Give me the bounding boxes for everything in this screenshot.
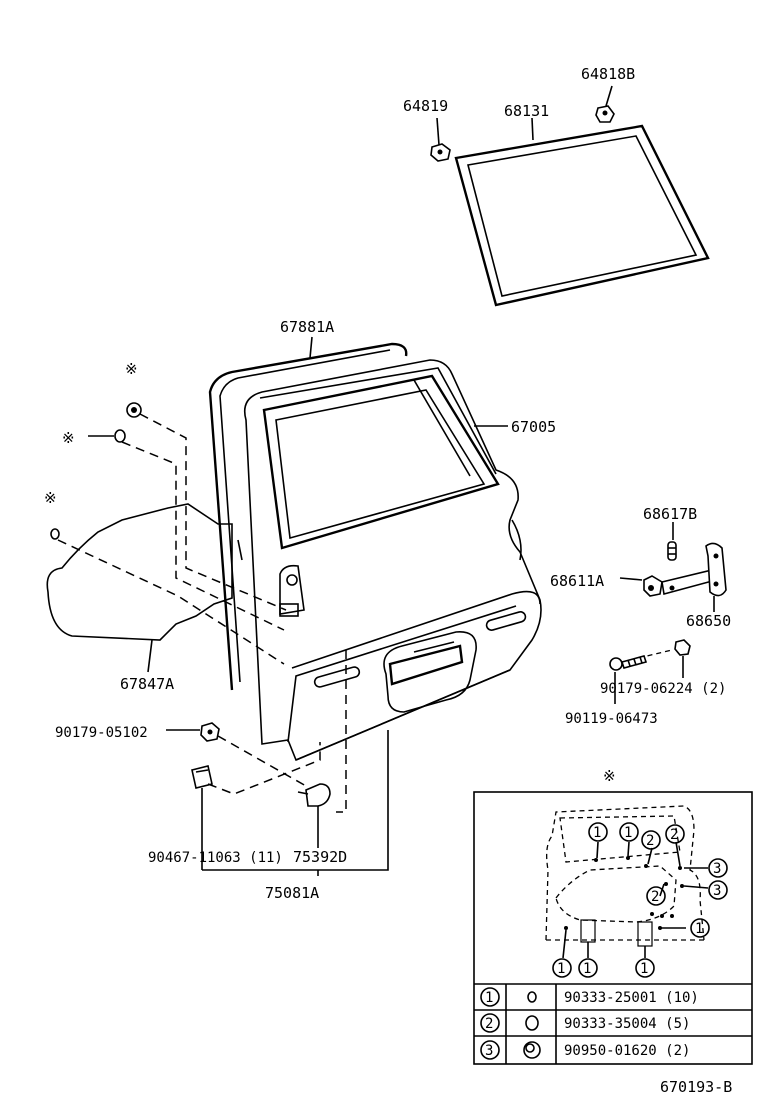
inset-box <box>473 791 753 1065</box>
callout-67881a: 67881A <box>280 318 334 336</box>
cushion-75392d <box>297 783 331 807</box>
callout-90179-05102: 90179-05102 <box>55 725 148 741</box>
callout-68617b: 68617B <box>643 505 697 523</box>
inset-mark-2a: 2 <box>646 833 654 849</box>
inset-door-outline <box>545 805 705 941</box>
callout-90179-06224: 90179-06224 (2) <box>600 681 726 697</box>
plug-lower <box>50 528 60 540</box>
legend-num-3: 3 <box>485 1043 493 1059</box>
clip-medium-icon <box>525 1015 539 1031</box>
back-door-panel <box>237 359 542 762</box>
bolt-90119-06473 <box>609 655 648 671</box>
clip-90467-11063 <box>191 765 213 789</box>
door-weatherstrip <box>208 342 408 691</box>
callout-67847a: 67847A <box>120 675 174 693</box>
legend-num-2: 2 <box>485 1016 493 1032</box>
callout-67005: 67005 <box>511 418 556 436</box>
callout-75081a: 75081A <box>265 884 319 902</box>
grommet-upper <box>126 402 142 418</box>
stay-assy-68650 <box>661 542 727 597</box>
legend-row-2: 2 90333-35004 (5) <box>480 1013 690 1033</box>
inset-mark-1e: 1 <box>583 961 591 977</box>
inset-mark-1f: 1 <box>640 961 648 977</box>
callout-90467-11063: 90467-11063 (11) <box>148 850 283 866</box>
reference-mark-3: ※ <box>44 489 57 507</box>
legend-part-2: 90333-35004 (5) <box>564 1016 690 1032</box>
inset-clip-dots <box>564 856 684 947</box>
legend-row-3: 3 90950-01620 (2) <box>480 1040 690 1060</box>
legend-num-1: 1 <box>485 990 493 1006</box>
inset-mark-1d: 1 <box>557 961 565 977</box>
inset-mark-2c: 2 <box>651 889 659 905</box>
grommet-icon <box>523 1041 541 1059</box>
reference-mark-2: ※ <box>62 429 75 447</box>
callout-68611a: 68611A <box>550 572 604 590</box>
inset-mark-1a: 1 <box>593 825 601 841</box>
stay-bracket-68611a <box>643 575 663 597</box>
inset-mark-3a: 3 <box>713 861 721 877</box>
callout-68131: 68131 <box>504 102 549 120</box>
callout-90119-06473: 90119-06473 <box>565 711 658 727</box>
bolt-90179-06224 <box>674 639 691 656</box>
nut-90179-05102 <box>200 722 220 742</box>
legend-part-3: 90950-01620 (2) <box>564 1043 690 1059</box>
clip-small-icon <box>527 991 537 1003</box>
inner-cover <box>46 503 233 641</box>
callout-64818b: 64818B <box>581 65 635 83</box>
callout-68650: 68650 <box>686 612 731 630</box>
seal-clip-64819 <box>430 143 451 162</box>
legend-part-1: 90333-25001 (10) <box>564 990 699 1006</box>
plug-middle <box>114 429 126 443</box>
stay-pin-68617b <box>667 541 677 561</box>
callout-64819: 64819 <box>403 97 448 115</box>
window-glass-weatherstrip <box>454 124 710 307</box>
reference-mark-inset: ※ <box>603 767 616 785</box>
inset-mark-1c: 1 <box>695 921 703 937</box>
inset-mark-1b: 1 <box>624 825 632 841</box>
inset-mark-3b: 3 <box>713 883 721 899</box>
reference-mark-1: ※ <box>125 360 138 378</box>
inset-mark-2b: 2 <box>670 827 678 843</box>
seal-clip-64818b <box>595 105 615 123</box>
legend-row-1: 1 90333-25001 (10) <box>480 987 699 1007</box>
callout-75392d: 75392D <box>293 848 347 866</box>
figure-code: 670193-B <box>660 1078 732 1096</box>
